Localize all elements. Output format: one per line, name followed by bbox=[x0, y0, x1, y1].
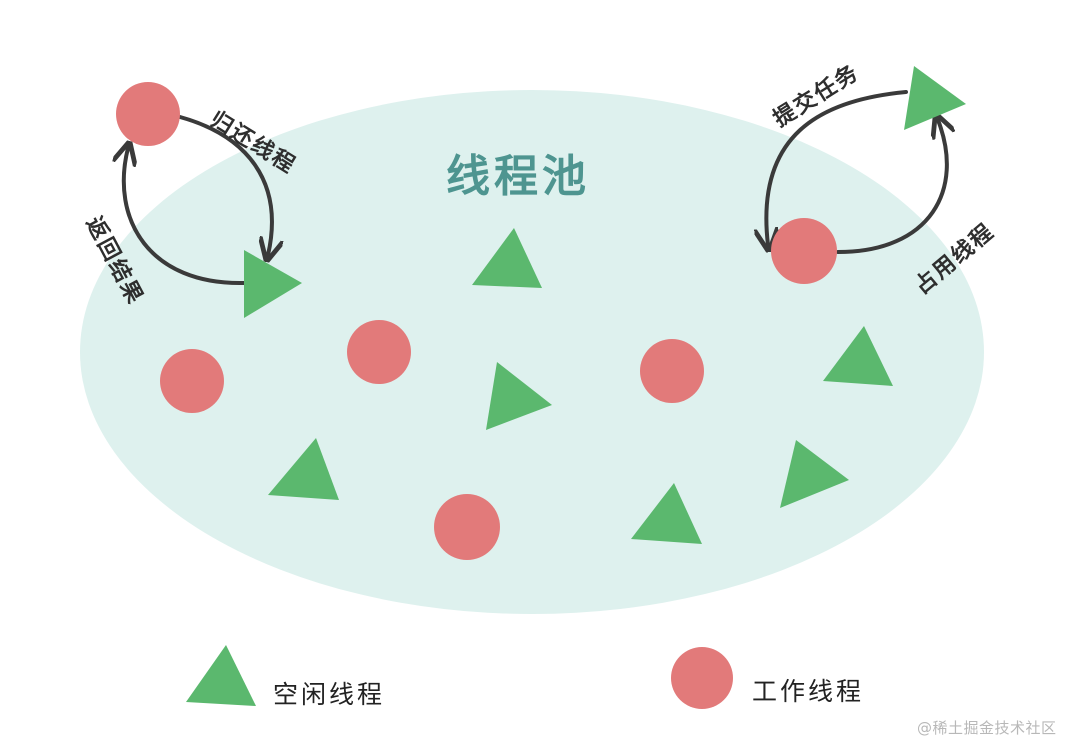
occupy-thread-arrow bbox=[836, 120, 947, 254]
idle-thread bbox=[486, 362, 552, 430]
return-result-arrow bbox=[124, 148, 246, 286]
legend-working-label: 工作线程 bbox=[752, 677, 865, 706]
idle-thread bbox=[244, 250, 302, 318]
working-threads bbox=[116, 82, 837, 709]
working-thread bbox=[116, 82, 180, 146]
return-thread-arrow bbox=[178, 115, 272, 255]
legend-idle-label: 空闲线程 bbox=[273, 680, 386, 709]
idle-thread bbox=[780, 440, 849, 508]
working-thread bbox=[160, 349, 224, 413]
idle-threads bbox=[186, 66, 966, 706]
idle-thread bbox=[631, 483, 702, 544]
pool-title: 线程池 bbox=[446, 151, 590, 202]
watermark: @稀土掘金技术社区 bbox=[917, 719, 1057, 737]
working-thread bbox=[434, 494, 500, 560]
submit-task-arrow bbox=[766, 90, 908, 245]
idle-thread bbox=[823, 326, 893, 386]
idle-thread bbox=[904, 66, 966, 130]
working-thread bbox=[640, 339, 704, 403]
working-thread bbox=[771, 218, 837, 284]
idle-thread bbox=[186, 645, 256, 706]
idle-thread bbox=[472, 228, 542, 288]
idle-thread bbox=[268, 438, 339, 500]
working-thread bbox=[671, 647, 733, 709]
working-thread bbox=[347, 320, 411, 384]
